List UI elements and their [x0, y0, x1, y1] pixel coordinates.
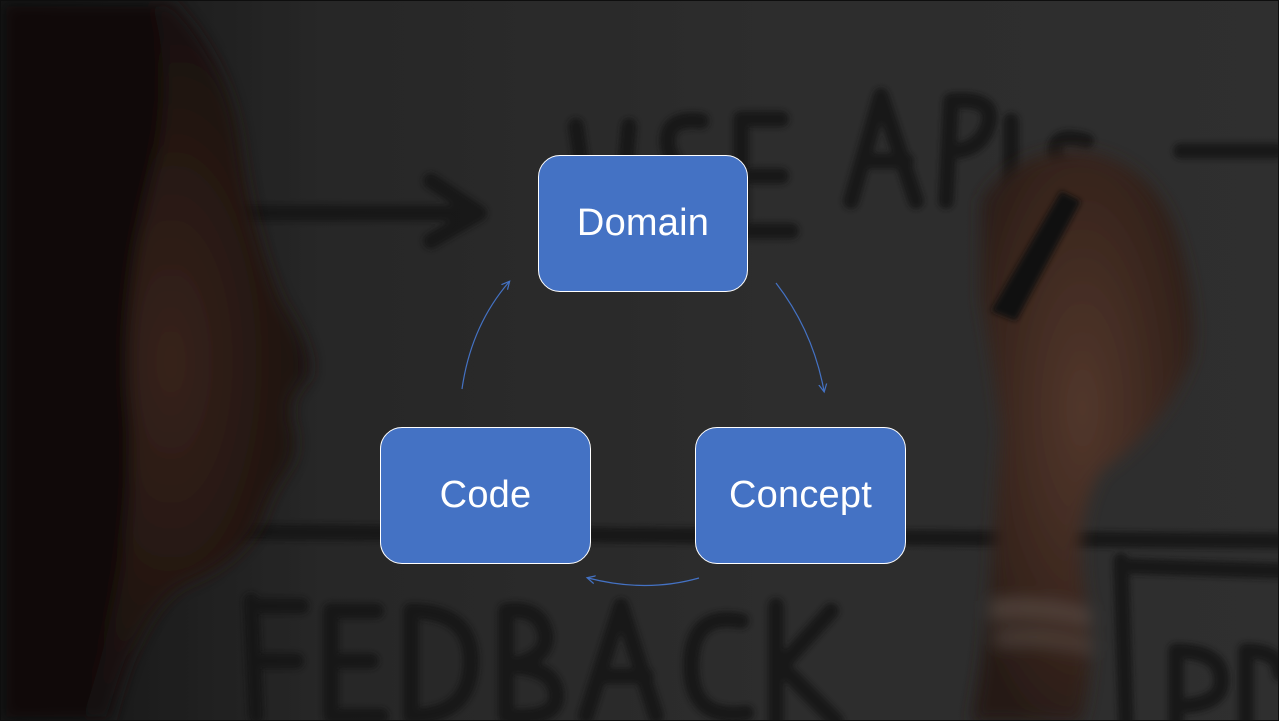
- node-domain: Domain: [538, 155, 748, 292]
- node-concept-label: Concept: [729, 474, 872, 516]
- person-silhouette: [1, 1, 311, 720]
- marker-pen: [991, 191, 1081, 321]
- node-code-label: Code: [439, 474, 532, 516]
- node-domain-label: Domain: [576, 202, 710, 244]
- node-concept: Concept: [695, 427, 906, 564]
- node-code: Code: [380, 427, 591, 564]
